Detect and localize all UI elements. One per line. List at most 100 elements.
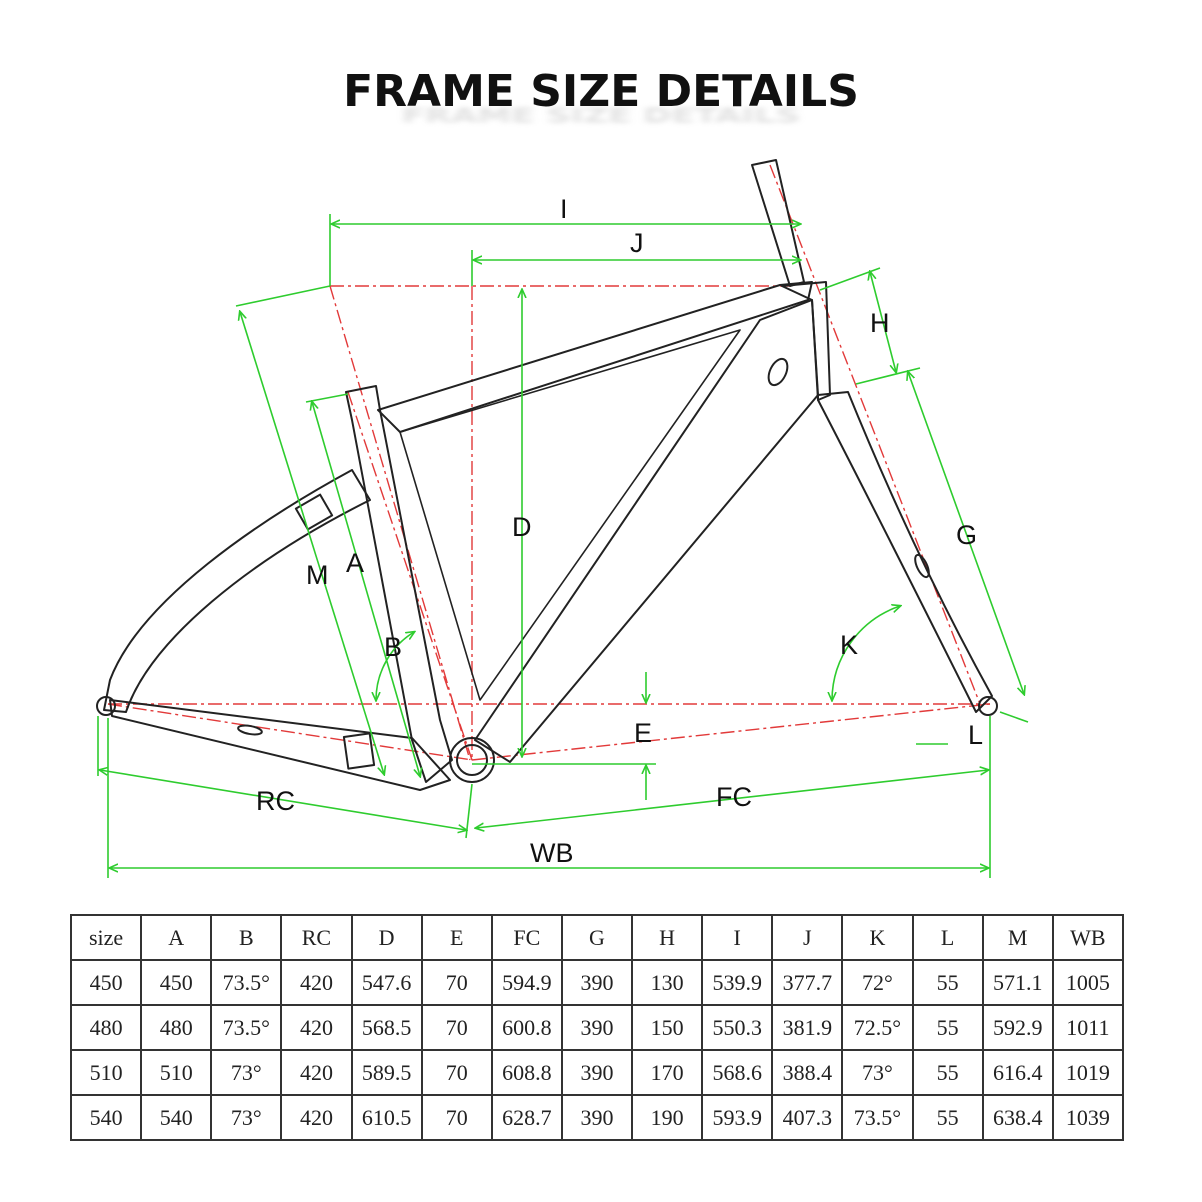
label-E: E [634,718,652,748]
table-cell: 170 [630,1049,704,1096]
table-cell: 450 [69,959,143,1006]
label-D: D [512,512,532,542]
table-cell: 571.1 [981,959,1054,1006]
header-cell: G [560,914,634,961]
table-cell: 388.4 [771,1049,844,1096]
table-cell: 420 [280,1049,353,1096]
table-cell: 450 [140,959,213,1006]
table-cell: 55 [911,959,984,1006]
table-cell: 72° [841,959,914,1006]
table-cell: 550.3 [701,1004,774,1051]
table-cell: 390 [560,1049,634,1096]
label-WB: WB [530,838,574,868]
header-cell: J [771,914,844,961]
table-cell: 55 [911,1094,984,1141]
table-cell: 150 [630,1004,704,1051]
table-cell: 381.9 [771,1004,844,1051]
table-cell: 510 [140,1049,213,1096]
table-cell: 568.5 [350,1004,423,1051]
label-J: J [630,228,644,258]
table-cell: 593.9 [701,1094,774,1141]
table-cell: 589.5 [350,1049,423,1096]
page-title-reflection: FRAME SIZE DETAILS [401,104,801,128]
table-cell: 1011 [1051,1004,1125,1051]
table-cell: 616.4 [981,1049,1054,1096]
label-FC: FC [716,782,752,812]
table-cell: 540 [140,1094,213,1141]
table-cell: 1005 [1051,959,1125,1006]
label-B: B [384,632,402,662]
header-cell: WB [1051,914,1125,961]
table-cell: 73° [210,1049,283,1096]
table-cell: 390 [560,1004,634,1051]
header-cell: L [911,914,984,961]
label-H: H [870,308,890,338]
table-cell: 568.6 [701,1049,774,1096]
table-cell: 73.5° [210,1004,283,1051]
table-cell: 55 [911,1049,984,1096]
table-cell: 1019 [1051,1049,1125,1096]
table-cell: 130 [630,959,704,1006]
header-cell: size [69,914,143,961]
table-cell: 480 [69,1004,143,1051]
header-cell: D [350,914,423,961]
table-cell: 1039 [1051,1094,1125,1141]
header-cell: RC [280,914,353,961]
table-cell: 407.3 [771,1094,844,1141]
page-title: FRAME SIZE DETAILS [343,66,859,117]
table-cell: 70 [420,959,493,1006]
table-cell: 73.5° [841,1094,914,1141]
table-cell: 539.9 [701,959,774,1006]
label-I: I [560,194,568,224]
label-K: K [840,630,858,660]
table-cell: 70 [420,1004,493,1051]
table-cell: 638.4 [981,1094,1054,1141]
table-cell: 608.8 [490,1049,563,1096]
table-cell: 628.7 [490,1094,563,1141]
table-cell: 390 [560,959,634,1006]
label-A: A [346,548,364,578]
table-cell: 420 [280,1094,353,1141]
table-cell: 480 [140,1004,213,1051]
header-cell: H [630,914,704,961]
table-cell: 547.6 [350,959,423,1006]
table-cell: 540 [69,1094,143,1141]
table-cell: 420 [280,1004,353,1051]
table-header-row: size A B RC D E FC G H I J K L M WB [69,914,1125,961]
header-cell: FC [490,914,563,961]
bike-frame [96,159,998,791]
dimension-lines [97,214,1029,878]
table-cell: 72.5° [841,1004,914,1051]
table-cell: 390 [560,1094,634,1141]
label-L: L [968,720,983,750]
table-cell: 420 [280,959,353,1006]
reference-lines [107,164,991,761]
table-cell: 55 [911,1004,984,1051]
header-cell: B [210,914,283,961]
table-cell: 377.7 [771,959,844,1006]
header-cell: A [140,914,213,961]
header-cell: M [981,914,1054,961]
table-cell: 70 [420,1049,493,1096]
table-cell: 594.9 [490,959,563,1006]
label-M: M [306,560,329,590]
label-RC: RC [256,786,295,816]
table-cell: 73° [210,1094,283,1141]
dimension-labels: I J H D G M A B K E L RC FC WB [256,194,983,868]
header-cell: I [701,914,774,961]
table-cell: 73° [841,1049,914,1096]
table-cell: 190 [630,1094,704,1141]
frame-geometry-diagram: I J H D G M A B K E L RC FC WB [96,159,1029,878]
table-cell: 510 [69,1049,143,1096]
header-cell: E [420,914,493,961]
header-cell: K [841,914,914,961]
table-cell: 610.5 [350,1094,423,1141]
table-cell: 73.5° [210,959,283,1006]
table-cell: 70 [420,1094,493,1141]
label-G: G [956,520,977,550]
